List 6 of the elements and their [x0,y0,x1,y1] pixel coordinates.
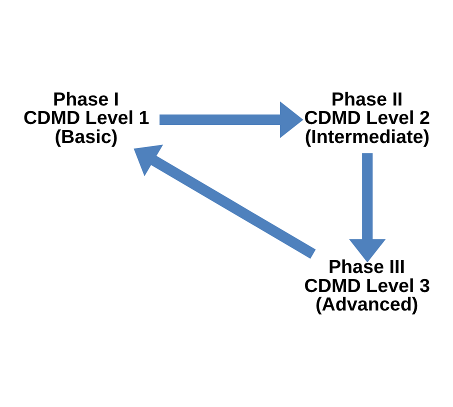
arrow [133,144,316,259]
arrow [159,101,303,138]
node-text: Phase III CDMD Level 3 (Advanced) [304,256,430,315]
node-text: Phase I CDMD Level 1 (Basic) [23,88,149,148]
arrow [348,153,386,262]
node-text: Phase II CDMD Level 2 (Intermediate) [304,88,430,148]
